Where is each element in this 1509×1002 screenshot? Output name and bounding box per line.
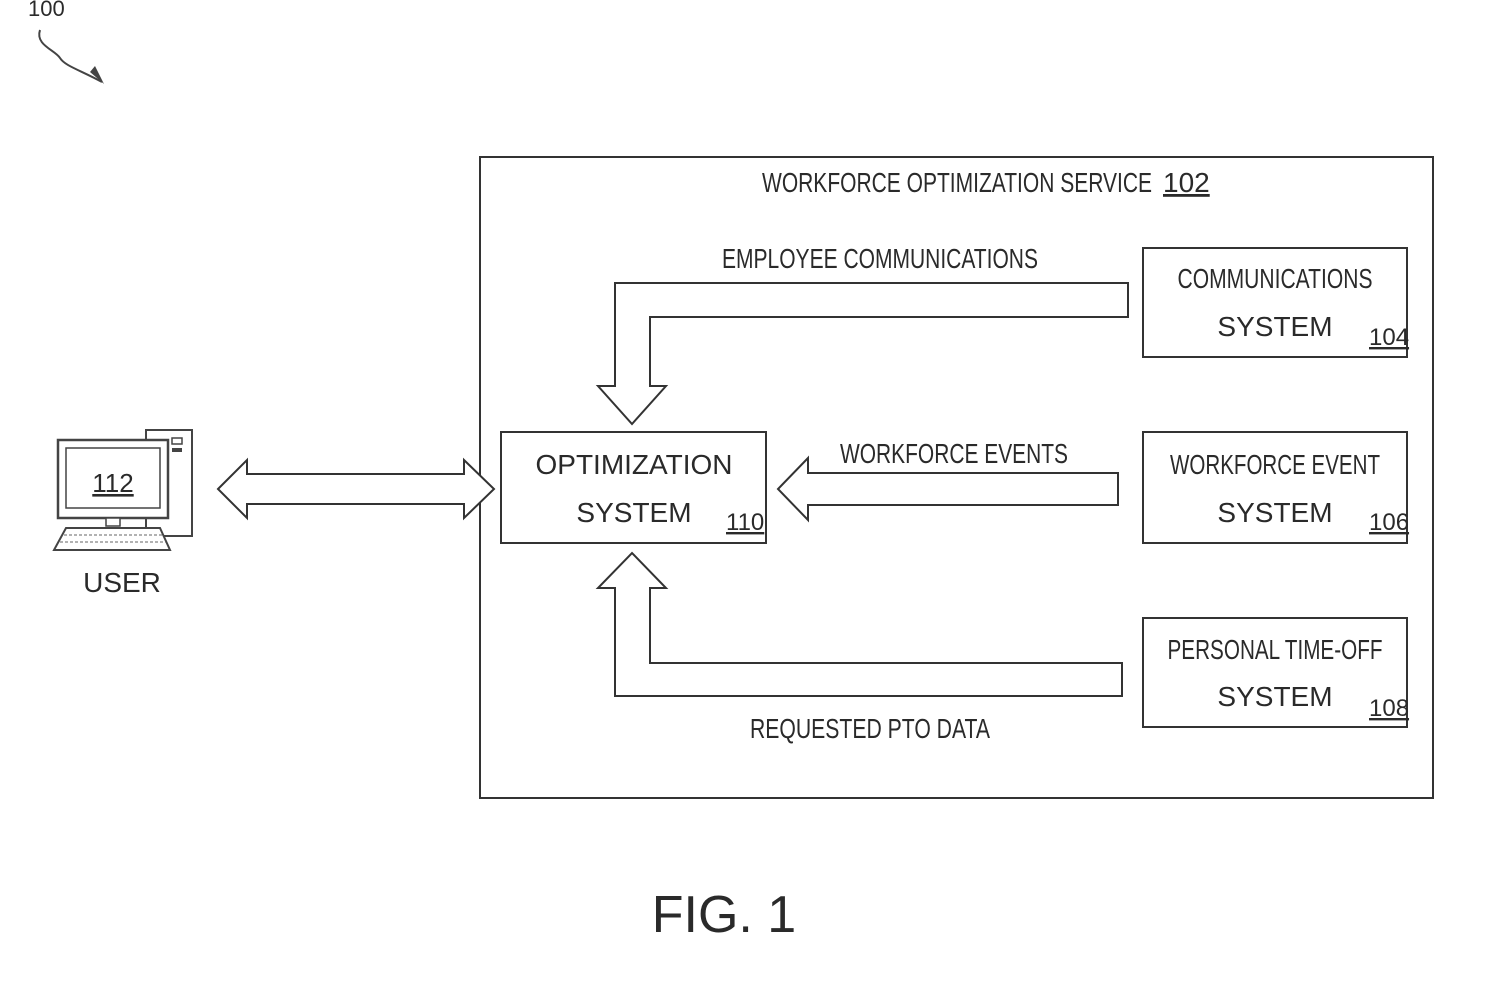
figure-ref-arrowhead	[90, 66, 104, 84]
workforce-event-system-ref: 106	[1369, 509, 1409, 536]
requested-pto-data-label: REQUESTED PTO DATA	[750, 713, 990, 744]
user-label: USER	[83, 567, 161, 598]
user-optimization-double-arrow	[218, 460, 494, 518]
requested-pto-data-arrow	[598, 553, 1122, 696]
optimization-system-ref: 110	[726, 509, 764, 536]
pto-system-line2: SYSTEM	[1217, 681, 1332, 712]
optimization-system-line2: SYSTEM	[576, 497, 691, 528]
employee-communications-label: EMPLOYEE COMMUNICATIONS	[722, 243, 1038, 274]
service-ref: 102	[1163, 167, 1210, 198]
pto-system-line1: PERSONAL TIME-OFF	[1168, 634, 1383, 665]
workforce-events-label: WORKFORCE EVENTS	[840, 438, 1068, 469]
service-title: WORKFORCE OPTIMIZATION SERVICE	[762, 167, 1152, 198]
optimization-system-line1: OPTIMIZATION	[535, 449, 732, 480]
user-computer-ref: 112	[92, 468, 133, 498]
workforce-event-system-line2: SYSTEM	[1217, 497, 1332, 528]
communications-system-line2: SYSTEM	[1217, 311, 1332, 342]
communications-system-ref: 104	[1369, 324, 1409, 351]
workforce-event-system-line1: WORKFORCE EVENT	[1170, 449, 1380, 480]
pto-system-ref: 108	[1369, 695, 1409, 722]
employee-communications-arrow	[598, 283, 1128, 424]
figure-caption: FIG. 1	[652, 886, 796, 944]
figure-ref-label: 100	[28, 0, 65, 21]
communications-system-line1: COMMUNICATIONS	[1178, 263, 1373, 294]
